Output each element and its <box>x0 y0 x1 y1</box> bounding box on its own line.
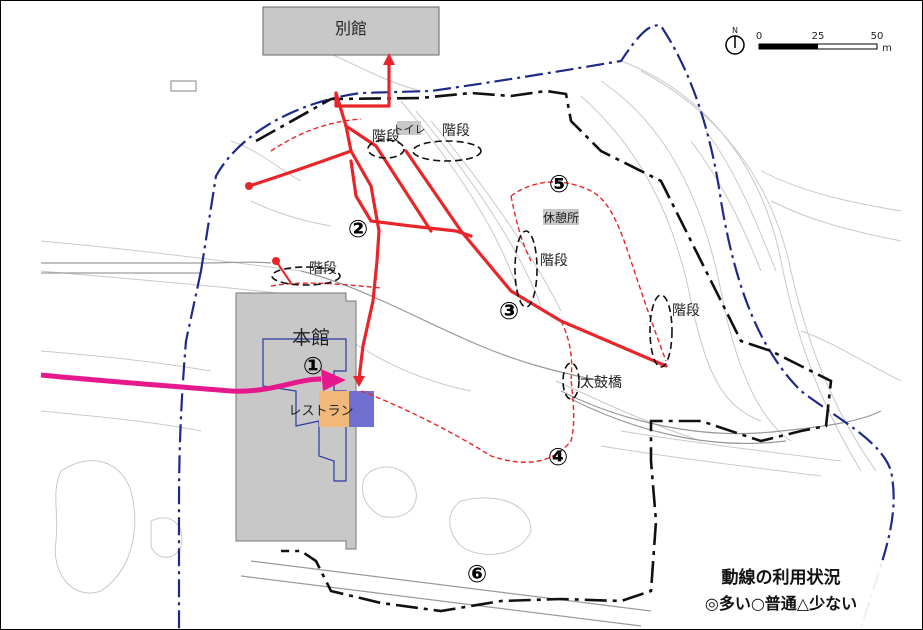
stairs-label-4: 階段 <box>672 303 700 319</box>
annex-arrow <box>383 53 395 65</box>
bridge-label: 太鼓橋 <box>580 375 622 391</box>
restaurant-area <box>319 391 349 427</box>
annex-label: 別館 <box>335 19 367 38</box>
route-marker-5: ⑤ <box>549 170 569 198</box>
scale-label-25: 25 <box>812 31 825 42</box>
stairs-label-3: 階段 <box>540 253 568 269</box>
entry-arrow <box>321 369 346 391</box>
toilet-label: トイレ <box>393 123 426 136</box>
roads <box>41 80 882 627</box>
stairs-label-5: 階段 <box>309 261 337 277</box>
restaurant-label: レストラン <box>288 404 353 419</box>
stairs-label-1: 階段 <box>372 129 400 145</box>
main-routes <box>247 59 668 381</box>
scale-bar: 0 25 50 m <box>756 31 892 54</box>
route-marker-1: ① <box>303 352 323 380</box>
rest-area-label: 休憩所 <box>543 210 579 225</box>
route-marker-6: ⑥ <box>467 560 487 588</box>
toilet <box>397 121 421 135</box>
stairs-label-2: 階段 <box>442 123 470 139</box>
legend-scale: ◎多い○普通△少ない <box>704 594 858 613</box>
scale-unit: m <box>882 43 892 54</box>
legend-title: 動線の利用状況 <box>721 568 841 588</box>
minor-routes <box>270 118 667 463</box>
north-label: N <box>732 26 738 35</box>
scale-label-0: 0 <box>756 31 762 42</box>
stairs-outlines <box>271 139 673 400</box>
park-boundary <box>255 89 833 613</box>
main-building-label: 本館 <box>292 327 330 349</box>
rest-area <box>543 209 579 225</box>
route-end-dot <box>245 182 253 190</box>
main-arrow <box>353 376 365 387</box>
route-marker-2: ② <box>348 215 368 243</box>
entry-route <box>40 372 322 394</box>
contour-lines <box>40 40 902 594</box>
minor-route-small <box>275 260 292 284</box>
main-building-interior <box>262 338 347 482</box>
scale-label-50: 50 <box>871 31 884 42</box>
route-marker-3: ③ <box>499 297 519 325</box>
route-marker-4: ④ <box>548 443 568 471</box>
annex-building <box>262 6 440 56</box>
outer-boundary <box>177 24 895 629</box>
legend: 動線の利用状況 ◎多い○普通△少ない <box>665 565 897 629</box>
restaurant-wing <box>349 391 374 427</box>
north-arrow: N <box>725 26 745 55</box>
